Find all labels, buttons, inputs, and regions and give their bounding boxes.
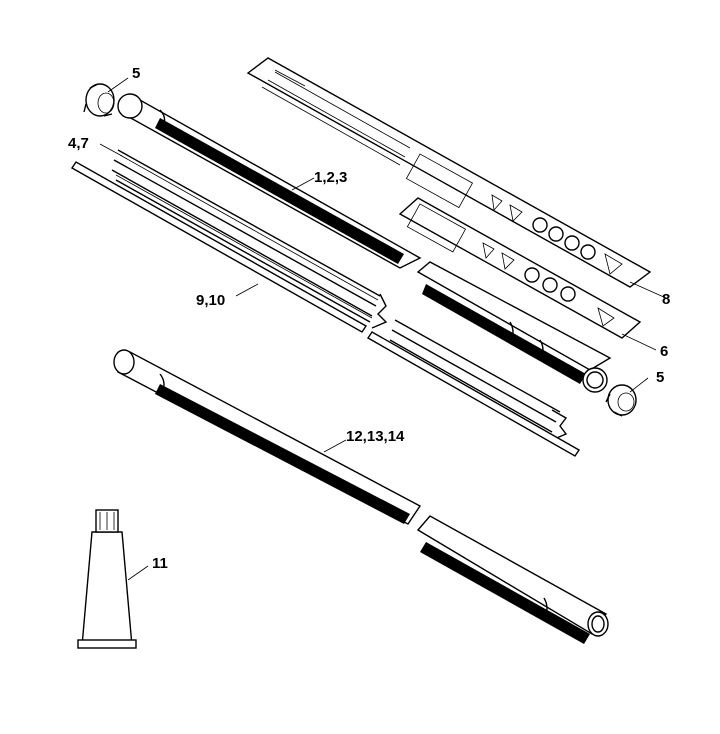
- callout-4-7: 4,7: [68, 135, 89, 152]
- lower-tube: [113, 349, 609, 644]
- clamp-nut-top: [83, 83, 115, 117]
- decal-label-8: [246, 57, 652, 288]
- clamp-nut-right: [605, 384, 637, 417]
- callout-6: 6: [660, 343, 668, 360]
- decal-label-6: [398, 197, 642, 339]
- callout-11: 11: [152, 555, 168, 572]
- leader-lines: [99, 77, 667, 581]
- callout-1-2-3: 1,2,3: [314, 169, 347, 186]
- upper-tube-left: [117, 93, 422, 269]
- callout-9-10: 9,10: [196, 292, 225, 309]
- callout-5-right: 5: [656, 369, 664, 386]
- upper-tube-right: [416, 261, 612, 393]
- callout-8: 8: [662, 291, 670, 308]
- drive-shaft: [70, 161, 580, 457]
- callout-5-top: 5: [132, 65, 140, 82]
- callout-12-13-14: 12,13,14: [346, 428, 405, 445]
- liner-tube: [111, 149, 568, 441]
- grease-tube: [77, 509, 137, 649]
